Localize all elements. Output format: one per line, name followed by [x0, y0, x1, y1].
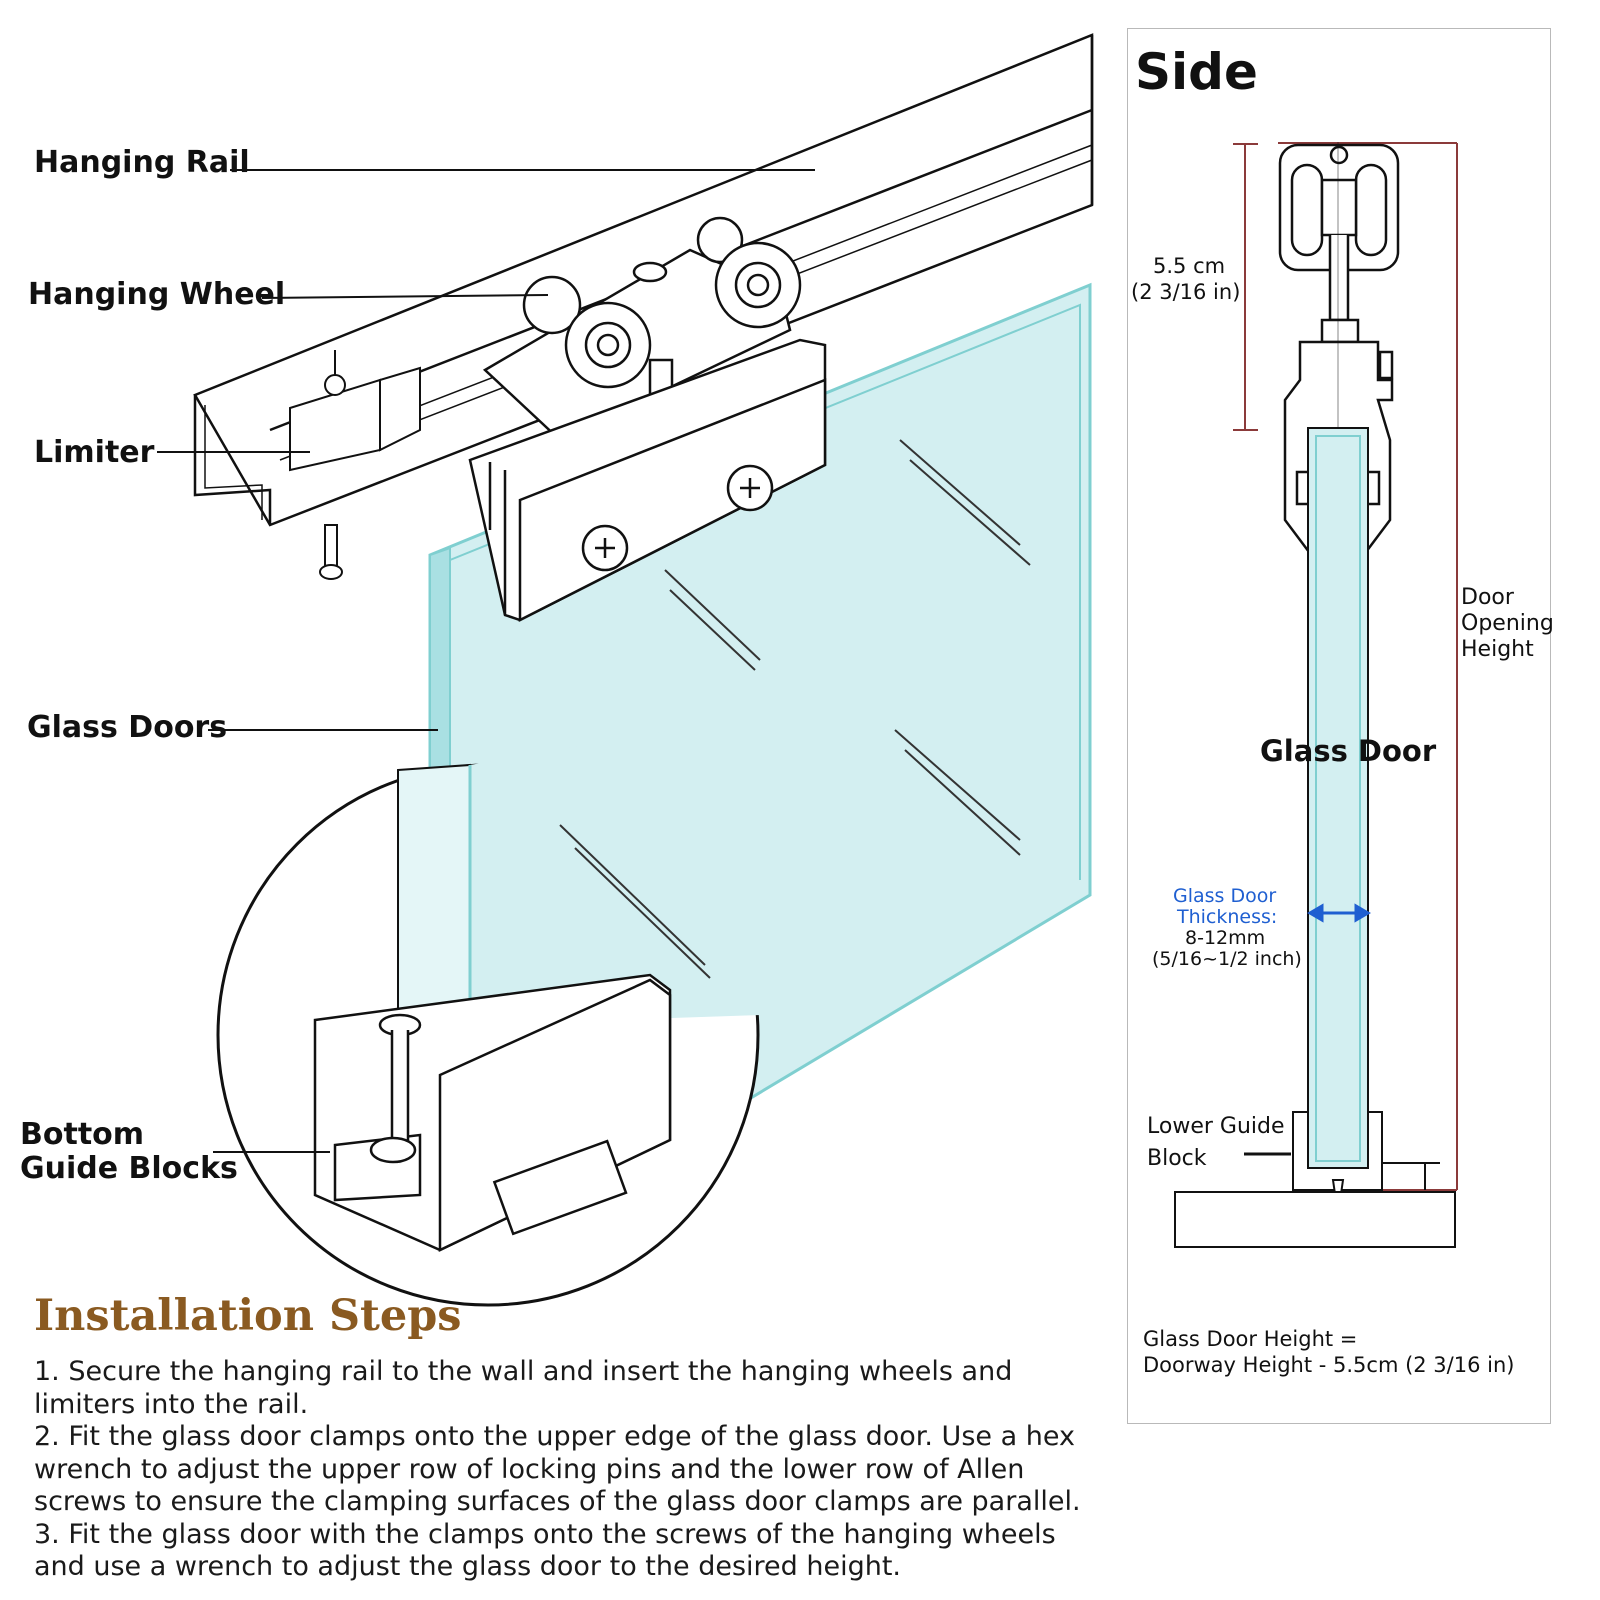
label-glass-doors: Glass Doors: [27, 710, 228, 745]
thickness-label-4: (5/16~1/2 inch): [1152, 948, 1302, 970]
installation-steps-list: 1. Secure the hanging rail to the wall a…: [34, 1356, 1109, 1584]
leader-lines: [157, 169, 815, 1153]
label-bottom-guide-blocks-line1: Bottom: [20, 1117, 145, 1152]
installation-step: 3. Fit the glass door with the clamps on…: [34, 1518, 1056, 1583]
dimension-5-5cm: [1233, 143, 1258, 431]
door-opening-label-2: Opening: [1461, 611, 1554, 636]
installation-step: 1. Secure the hanging rail to the wall a…: [34, 1356, 1013, 1420]
dimension-cm-label: 5.5 cm: [1153, 254, 1226, 278]
installation-step: 2. Fit the glass door clamps onto the up…: [34, 1421, 1081, 1517]
bottom-guide-block-part: [313, 973, 672, 1252]
formula-line-1: Glass Door Height =: [1143, 1327, 1358, 1351]
side-glass-door-label: Glass Door: [1260, 734, 1437, 768]
limiter-part: [289, 350, 421, 580]
dimension-in-label: (2 3/16 in): [1131, 280, 1241, 304]
door-opening-label-1: Door: [1461, 585, 1514, 610]
thickness-label-2: Thickness:: [1177, 906, 1278, 928]
lower-guide-label-2: Block: [1147, 1146, 1207, 1171]
formula-line-2: Doorway Height - 5.5cm (2 3/16 in): [1143, 1353, 1515, 1377]
hanging-wheel-part: [482, 216, 802, 442]
installation-steps-title: Installation Steps: [34, 1291, 462, 1341]
thickness-arrow: [1307, 903, 1371, 923]
glass-door-clamp: [468, 338, 827, 623]
door-opening-label-3: Height: [1461, 637, 1534, 662]
lower-guide-label-1: Lower Guide: [1147, 1114, 1285, 1139]
side-view-drawing: [1174, 142, 1458, 1248]
label-hanging-rail: Hanging Rail: [34, 145, 250, 180]
label-limiter: Limiter: [34, 435, 155, 470]
side-lower-guide-block: [1174, 1111, 1456, 1248]
label-bottom-guide-blocks-line2: Guide Blocks: [20, 1151, 238, 1186]
door-opening-dimension: [1278, 142, 1458, 1191]
thickness-label-3: 8-12mm: [1185, 927, 1266, 949]
bottom-guide-detail-circle: [216, 715, 760, 1307]
label-hanging-wheel: Hanging Wheel: [28, 277, 286, 312]
side-view-panel: [1127, 28, 1551, 1424]
side-view-title: Side: [1135, 43, 1258, 101]
thickness-label-1: Glass Door: [1173, 885, 1277, 907]
side-glass-door: [1307, 142, 1369, 1169]
